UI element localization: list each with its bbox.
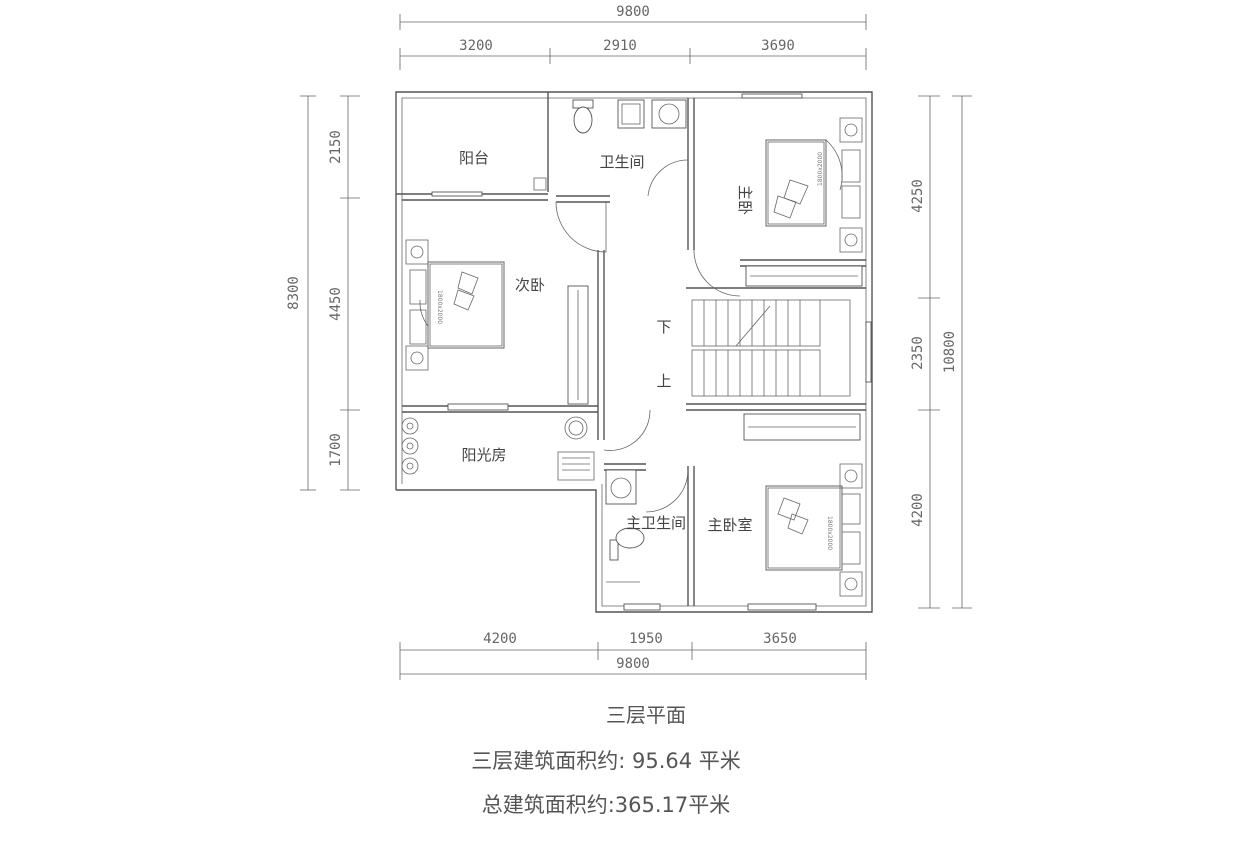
top-dimension-1: 3200 [459,38,493,54]
bed-icon: 1800x2000 [765,485,843,571]
right-total-dimension: 10800 [942,331,958,373]
room-label-second-bedroom: 次卧 [515,276,545,294]
stair-label-up: 上 [656,372,671,390]
room-label-bathroom: 卫生间 [599,153,644,171]
room-label-balcony: 阳台 [459,149,489,167]
round-table-icon [564,416,588,440]
left-dimension-2: 4450 [328,287,344,321]
right-dimension-1: 4250 [910,179,926,213]
nightstand-icon [839,117,863,253]
bottom-dimension-1: 4200 [483,631,517,647]
room-label-master-bedroom-top: 主卧 [736,185,754,215]
right-dimension-lines [918,95,972,609]
svg-text:1800x2000: 1800x2000 [826,516,833,550]
left-dimension-lines [300,95,360,491]
svg-text:1800x2000: 1800x2000 [817,152,824,186]
washbasin-icon [651,99,687,129]
floor-title: 三层平面 [606,703,686,727]
wardrobe-icon [743,413,861,441]
plant-icon [401,417,419,475]
staircase-icon [691,299,851,397]
bottom-total-dimension: 9800 [616,656,650,672]
wardrobe-icon [567,285,589,405]
shower-icon [617,99,645,129]
wardrobe-icon [745,265,863,287]
room-label-master-bedroom-bottom: 主卧室 [707,516,752,534]
toilet-icon [572,99,594,134]
top-total-dimension: 9800 [616,4,650,20]
right-dimension-3: 4200 [910,493,926,527]
washbasin-icon [605,469,637,505]
bed-icon: 1800x2000 [765,139,827,227]
top-dimension-lines [399,14,867,70]
bed-icon: 1800x2000 [427,261,505,349]
total-area-caption: 总建筑面积约:365.17平米 [482,793,731,817]
top-dimension-3: 3690 [761,38,795,54]
nightstand-icon [405,239,429,371]
balcony-drain-icon [533,177,547,191]
bottom-dimension-lines [399,642,867,680]
floor-area-caption: 三层建筑面积约: 95.64 平米 [471,749,741,773]
stair-label-down: 下 [656,318,671,336]
nightstand-icon [839,463,863,597]
svg-text:1800x2000: 1800x2000 [436,290,443,324]
left-dimension-1: 2150 [328,130,344,164]
left-total-dimension: 8300 [286,276,302,310]
bottom-dimension-3: 3650 [763,631,797,647]
radiator-icon [557,451,595,481]
room-label-sunroom: 阳光房 [461,446,506,464]
bottom-dimension-2: 1950 [629,631,663,647]
room-label-master-bathroom: 主卫生间 [626,514,686,532]
top-dimension-2: 2910 [603,38,637,54]
windows [431,93,872,611]
toilet-icon [609,527,645,561]
left-dimension-3: 1700 [328,433,344,467]
right-dimension-2: 2350 [910,336,926,370]
